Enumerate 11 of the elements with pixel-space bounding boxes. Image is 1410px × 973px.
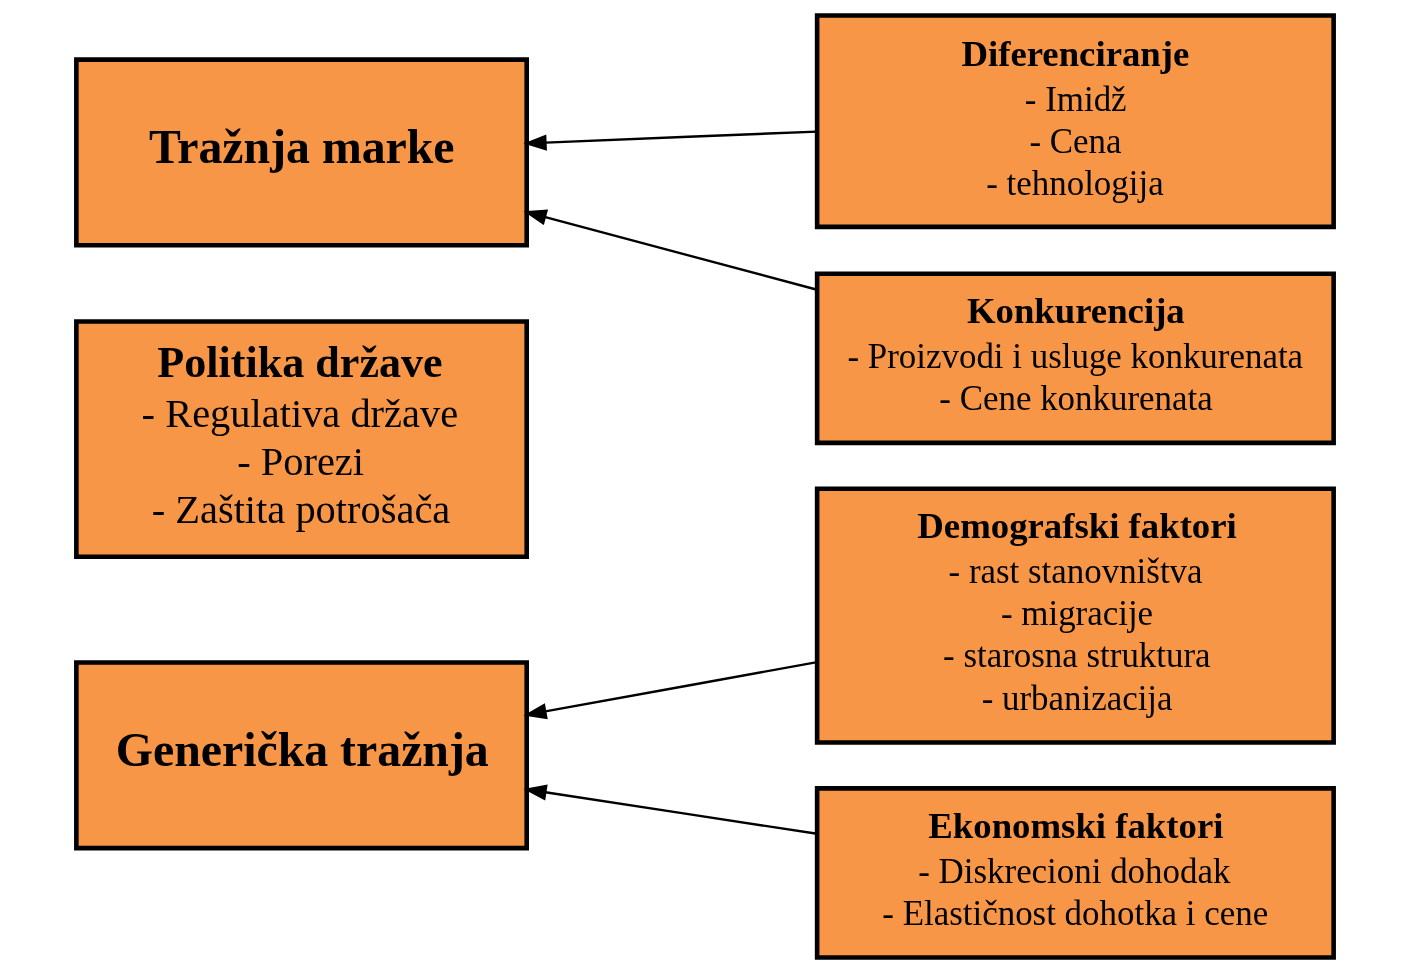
- node-box: Tražnja marke: [74, 57, 529, 248]
- node-box: Diferenciranje - Imidž - Cena - tehnologija: [814, 13, 1336, 230]
- node-box: Demografski faktori - rast stanovništva - migracije - starosna struktura - urbanizacija: [814, 486, 1336, 745]
- node-box: Politika države - Regulativa države - Porezi - Zaštita potrošača: [74, 319, 529, 560]
- arrow: [523, 130, 818, 151]
- arrow: [523, 209, 818, 291]
- arrow: [523, 660, 818, 720]
- node-box: Konkurencija - Proizvodi i usluge konkurenata - Cene konkurenata: [814, 271, 1336, 446]
- node-box: Generička tražnja: [74, 660, 529, 851]
- node-box: Ekonomski faktori - Diskrecioni dohodak - Elastičnost dohotka i cene: [814, 786, 1336, 960]
- arrow: [523, 784, 818, 835]
